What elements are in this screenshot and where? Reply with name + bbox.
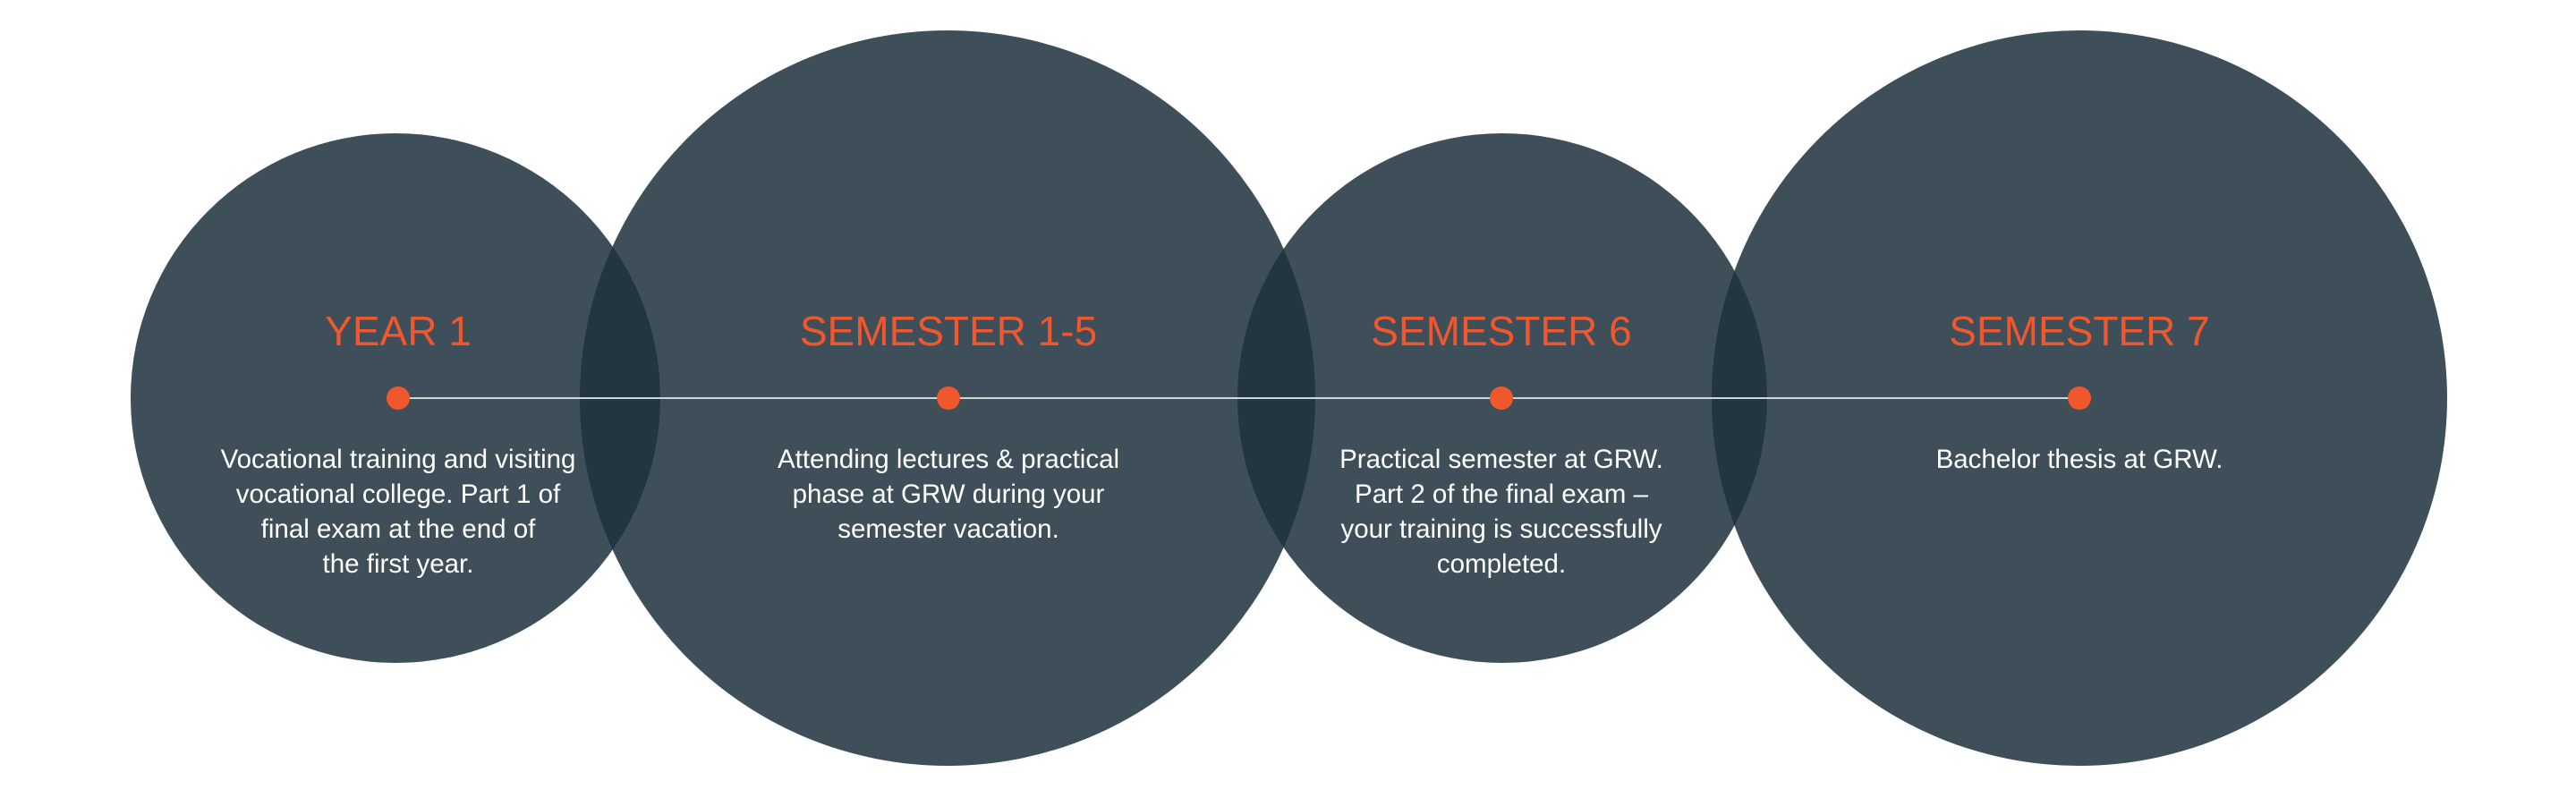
timeline-line [398,397,2080,399]
stage-description-semester-7: Bachelor thesis at GRW. [1935,445,2223,474]
timeline-dot-semester-1-5 [937,386,960,410]
stage-description-year-1: Vocational training and visiting vocatio… [220,445,576,579]
stage-title-year-1: YEAR 1 [325,308,472,354]
stage-description-semester-1-5: Attending lectures & practical phase at … [777,445,1120,544]
stage-title-semester-6: SEMESTER 6 [1371,308,1632,354]
timeline-dot-semester-7 [2068,386,2091,410]
timeline-dot-semester-6 [1490,386,1513,410]
stage-description-semester-6: Practical semester at GRW. Part 2 of the… [1339,445,1663,579]
stage-title-semester-1-5: SEMESTER 1-5 [799,308,1098,354]
timeline-dot-year-1 [387,386,410,410]
stage-title-semester-7: SEMESTER 7 [1949,308,2210,354]
